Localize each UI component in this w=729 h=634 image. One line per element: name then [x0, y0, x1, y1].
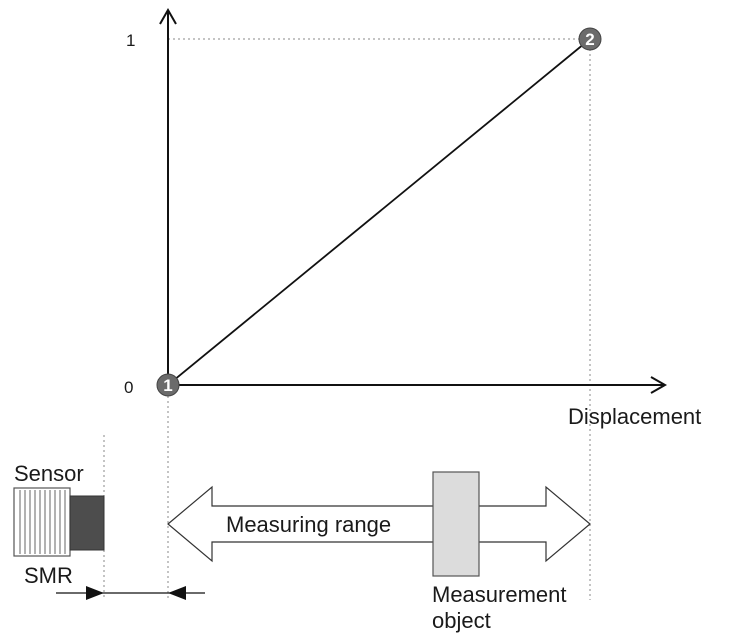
characteristic-line [167, 38, 591, 386]
measurement-object-label-line1: Measurement [432, 582, 567, 607]
y-tick-0: 0 [124, 378, 133, 397]
measuring-range-label: Measuring range [226, 512, 391, 537]
marker-1-label: 1 [163, 376, 172, 395]
marker-2-circle [578, 27, 602, 51]
y-tick-1: 1 [126, 31, 135, 50]
y-axis-arrowhead [159, 7, 177, 25]
sensor-face [69, 495, 105, 551]
marker-2-label: 2 [585, 30, 594, 49]
x-axis-label: Displacement [568, 404, 701, 429]
sensor-label: Sensor [14, 461, 84, 486]
measurement-object [432, 471, 480, 577]
sensor-housing [13, 487, 71, 557]
smr-label: SMR [24, 563, 73, 588]
marker-1-circle [156, 373, 180, 397]
measurement-object-label-line2: object [432, 608, 491, 633]
smr-arrow-left [86, 586, 104, 600]
sensor-drawing [13, 487, 105, 557]
x-axis-arrowhead [650, 376, 668, 394]
measuring-range-arrow [167, 485, 591, 563]
sensor-thread [19, 490, 66, 554]
smr-arrow-right [168, 586, 186, 600]
